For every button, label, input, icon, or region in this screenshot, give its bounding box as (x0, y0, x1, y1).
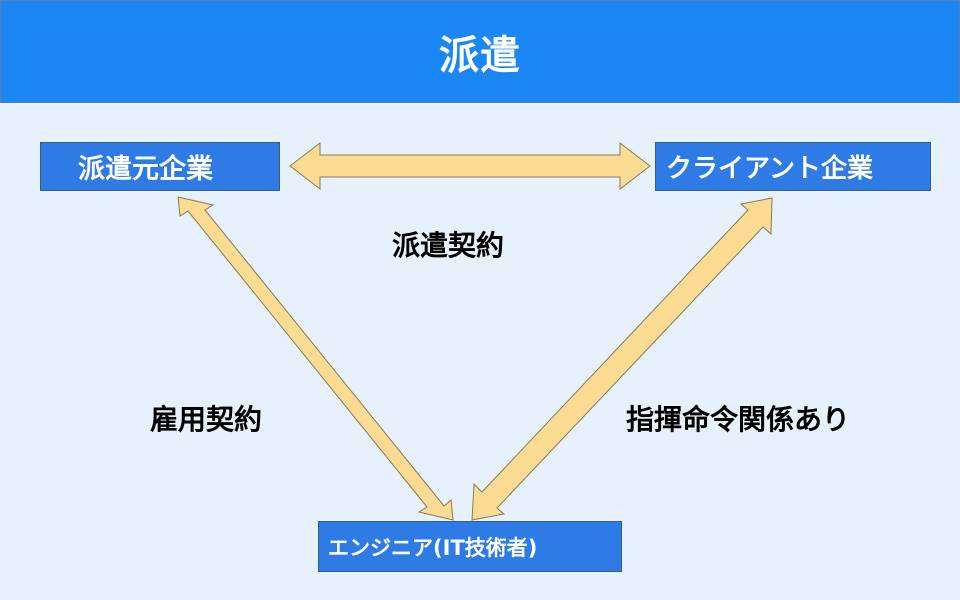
command-relationship-arrow (471, 197, 773, 521)
engineer-label: エンジニア(IT技術者) (328, 535, 538, 560)
command-relationship-label: 指揮命令関係あり (626, 403, 851, 436)
dispatch-company-node: 派遣元企業 (40, 142, 280, 191)
employment-contract-arrow (177, 196, 454, 521)
employment-contract-label: 雇用契約 (150, 403, 263, 436)
dispatch-contract-label: 派遣契約 (392, 229, 505, 262)
client-company-node: クライアント企業 (655, 142, 931, 191)
header-bar: 派遣 (0, 0, 960, 103)
dispatch-company-label: 派遣元企業 (78, 154, 213, 185)
page-title: 派遣 (439, 32, 521, 79)
dispatch-contract-arrow (289, 141, 651, 191)
client-company-label: クライアント企業 (666, 154, 873, 184)
engineer-node: エンジニア(IT技術者) (318, 521, 622, 572)
